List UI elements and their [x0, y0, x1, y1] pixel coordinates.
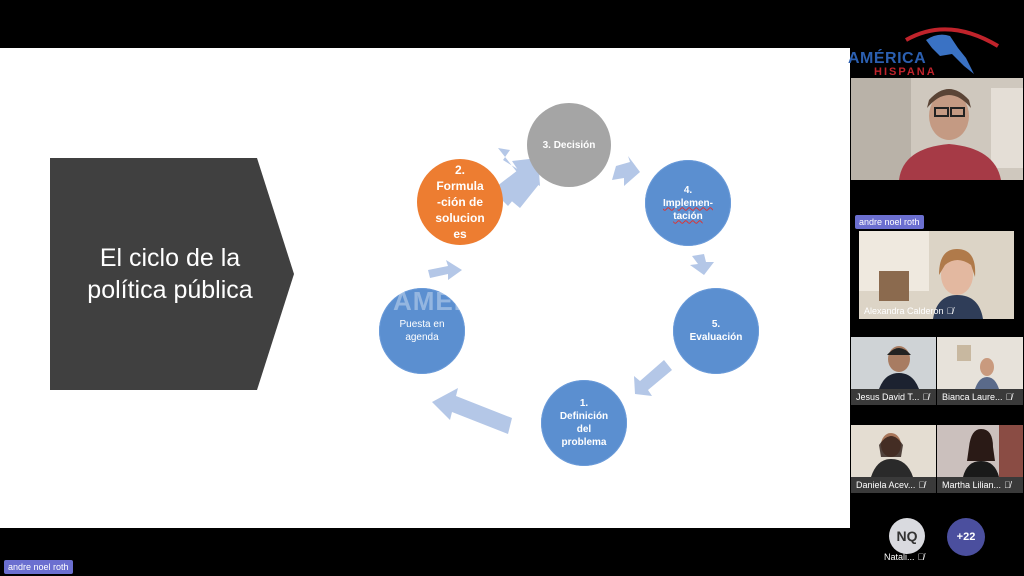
participant-video-icon	[851, 425, 936, 477]
slide-watermark: AMÉRICA HISPANA	[393, 286, 651, 316]
mic-muted-icon: 🎙̸	[1004, 480, 1011, 490]
node-implementacion-line: 4.	[683, 184, 693, 196]
slide-title: El ciclo de la política pública	[87, 244, 253, 304]
node-agenda-line: Puesta en	[399, 319, 445, 330]
avatar-initials: NQ	[896, 528, 918, 544]
more-participants-count: +22	[956, 531, 976, 543]
node-definicion-line: del	[576, 424, 592, 435]
shared-slide: El ciclo de la política pública 3. Decis…	[0, 48, 850, 528]
node-formulacion: 2. Formula -ción de solucion es	[417, 159, 503, 245]
participant-tile[interactable]: Daniela Acev...🎙̸	[851, 425, 936, 493]
active-speaker-tag: andre noel roth	[4, 560, 73, 574]
participant-video-icon	[937, 337, 1023, 389]
node-implementacion-line: Implemen-	[662, 197, 713, 209]
participant-name-text: Daniela Acev...	[856, 480, 916, 490]
participant-name-text: Jesus David T...	[856, 392, 920, 402]
america-hispana-logo: AMÉRICA HISPANA	[848, 18, 1003, 80]
node-implementacion-line: tación	[673, 210, 703, 222]
mic-muted-icon: 🎙̸	[922, 392, 930, 402]
node-evaluacion-line: 5.	[711, 319, 721, 330]
node-decision-label: 3. Decisión	[542, 139, 596, 151]
pentagon-shape	[50, 158, 294, 390]
node-formulacion-line: Formula	[436, 179, 484, 193]
participant-name: Daniela Acev...🎙̸	[856, 480, 925, 490]
participant-avatar-name: Natali...🎙̸	[884, 552, 924, 562]
node-evaluacion: 5. Evaluación	[673, 288, 759, 374]
cycle-arrows	[428, 148, 714, 434]
participant-name-text: Alexandra Calderon	[864, 306, 944, 316]
participant-name-text: Bianca Laure...	[942, 392, 1003, 402]
presenter-figure-icon	[851, 78, 1023, 180]
participant-video-icon	[937, 425, 1023, 477]
node-agenda: Puesta en agenda	[379, 288, 465, 374]
participant-video-icon	[859, 231, 1014, 319]
node-formulacion-line: 2.	[454, 163, 465, 177]
arrow-formulacion-decision-b	[492, 158, 540, 206]
arrow-implementacion-evaluacion	[690, 254, 714, 275]
presenter-name-tag: andre noel roth	[855, 215, 924, 229]
more-participants-button[interactable]: +22	[947, 518, 985, 556]
participant-name: Jesus David T...🎙̸	[856, 392, 929, 402]
node-definicion-line: 1.	[579, 398, 589, 409]
node-formulacion-line: -ción de	[436, 195, 483, 209]
avatar-name-text: Natali...	[884, 552, 915, 562]
title-pentagon: El ciclo de la política pública	[50, 158, 294, 390]
node-agenda-line: agenda	[405, 332, 439, 343]
presenter-video[interactable]	[851, 78, 1023, 180]
arrow-agenda-formulacion	[428, 260, 462, 280]
participant-video-icon	[851, 337, 936, 389]
node-definicion-line: Definición	[559, 411, 609, 422]
mic-muted-icon: 🎙̸	[917, 552, 925, 562]
node-decision: 3. Decisión	[527, 103, 611, 187]
logo-graphic	[905, 27, 1000, 74]
node-formulacion-line: es	[453, 227, 467, 241]
arrow-decision-implementacion	[612, 156, 640, 186]
node-evaluacion-line: Evaluación	[689, 332, 743, 343]
node-implementacion: 4. Implemen- tación	[645, 160, 731, 246]
participant-tile[interactable]: Jesus David T...🎙̸	[851, 337, 936, 405]
node-definicion: 1. Definición del problema	[541, 380, 627, 466]
participant-name: Bianca Laure...🎙̸	[942, 392, 1012, 402]
participant-name: Alexandra Calderon🎙̸	[864, 306, 953, 316]
participant-name-text: Martha Lilian...	[942, 480, 1002, 490]
participant-name: Martha Lilian...🎙̸	[942, 480, 1011, 490]
participant-tile[interactable]: Martha Lilian...🎙̸	[937, 425, 1023, 493]
participant-tile[interactable]: Bianca Laure...🎙̸	[937, 337, 1023, 405]
mic-muted-icon: 🎙̸	[1005, 392, 1013, 402]
participant-avatar-nq[interactable]: NQ	[889, 518, 925, 554]
node-definicion-line: problema	[561, 437, 607, 448]
node-formulacion-line: solucion	[435, 211, 485, 225]
arrow-evaluacion-definicion	[634, 360, 672, 396]
mic-muted-icon: 🎙̸	[946, 306, 954, 316]
logo-line2: HISPANA	[874, 66, 937, 78]
mic-muted-icon: 🎙̸	[918, 480, 926, 490]
arrow-definicion-agenda	[432, 388, 512, 434]
participant-tile[interactable]: Alexandra Calderon🎙̸	[859, 231, 1014, 319]
logo-line1: AMÉRICA	[848, 50, 927, 67]
